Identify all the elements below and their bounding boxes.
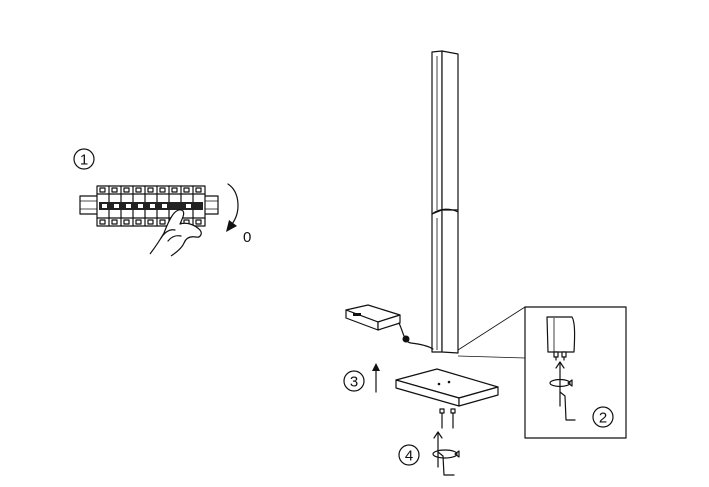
up-arrow-head <box>372 363 380 371</box>
off-label: 0 <box>243 229 251 246</box>
hand-icon <box>149 209 202 257</box>
step-2-detail: 2 <box>457 306 627 439</box>
step-1-label: 1 <box>80 152 88 169</box>
breaker-switches <box>99 202 203 210</box>
detail-leader-bottom <box>457 355 526 359</box>
off-direction-arrow <box>227 183 239 225</box>
breaker-panel <box>79 185 219 227</box>
detail-box <box>524 306 627 439</box>
step-2-circle <box>592 406 614 428</box>
detail-leader-top <box>457 306 526 351</box>
step-4-circle <box>398 444 420 466</box>
power-adapter <box>345 304 401 331</box>
base-plate <box>395 368 499 407</box>
step-4-group: 4 <box>398 408 460 476</box>
lamp-pole <box>431 50 459 354</box>
step-3-label: 3 <box>350 374 358 391</box>
allen-key-icon <box>559 391 576 421</box>
step-2-label: 2 <box>599 410 607 427</box>
pole-joint <box>431 208 459 215</box>
off-arrow-head <box>226 220 237 232</box>
step-3-circle <box>343 370 365 392</box>
step-1-circle <box>73 148 95 170</box>
step-1-group: 1 <box>73 148 251 257</box>
allen-key-icon-2 <box>437 451 455 476</box>
power-cable <box>398 322 434 350</box>
step-4-label: 4 <box>405 448 413 465</box>
cable-plug <box>402 335 410 343</box>
step-3-group: 3 <box>343 363 499 407</box>
screws <box>439 408 456 429</box>
